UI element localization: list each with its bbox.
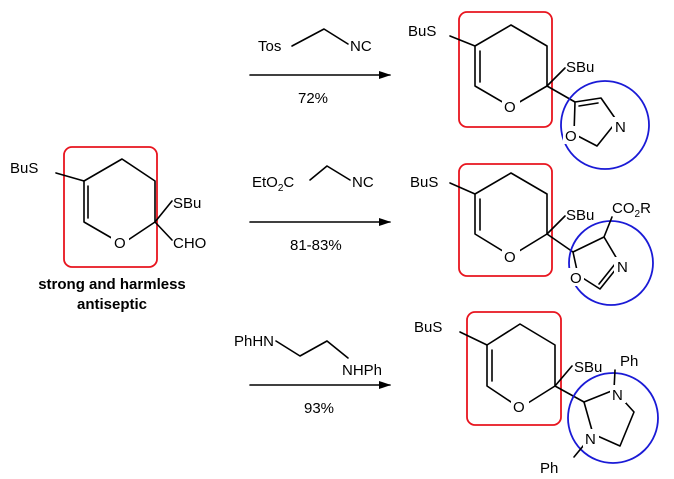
- ester-label: CO2R: [612, 200, 651, 220]
- highlight-box: [458, 163, 553, 277]
- bus-label: BuS: [408, 23, 436, 40]
- bus-label: BuS: [10, 160, 38, 177]
- reagent-diamine-right: NHPh: [342, 362, 382, 379]
- reagent-diamine-left: PhHN: [234, 333, 274, 350]
- caption-line-2: antiseptic: [77, 296, 147, 313]
- starting-material: BuS SBu O CHO strong and harmless antise…: [10, 146, 206, 313]
- ring-oxygen-label: O: [504, 99, 516, 116]
- reagent-isocyanide: NC: [352, 174, 374, 191]
- imidazolidine-nitrogen-bottom: N: [585, 431, 596, 448]
- reagent-tos: Tos: [258, 38, 281, 55]
- bus-label: BuS: [414, 319, 442, 336]
- sbu-label: SBu: [173, 195, 201, 212]
- reaction-1: Tos NC 72% BuS SBu O N O: [249, 11, 650, 170]
- highlight-circle: [560, 80, 650, 170]
- highlight-box: [63, 146, 158, 268]
- product-2: BuS SBu O N O CO2R: [410, 163, 654, 306]
- phenyl-top-label: Ph: [620, 353, 638, 370]
- oxazole-nitrogen-label: N: [615, 119, 626, 136]
- oxazoline-oxygen-label: O: [570, 270, 582, 287]
- product-3: BuS SBu O N N Ph Ph: [414, 311, 659, 477]
- reaction-3: PhHN NHPh 93% BuS SBu O N N Ph Ph: [234, 311, 659, 477]
- oxazole-oxygen-label: O: [565, 128, 577, 145]
- sbu-label: SBu: [566, 59, 594, 76]
- yield-label: 81-83%: [290, 237, 342, 254]
- cho-label: CHO: [173, 235, 206, 252]
- oxazoline-nitrogen-label: N: [617, 259, 628, 276]
- highlight-box: [458, 11, 553, 128]
- reaction-2: EtO2C NC 81-83% BuS SBu O N O: [249, 163, 654, 306]
- sbu-label: SBu: [574, 359, 602, 376]
- highlight-box: [466, 311, 562, 426]
- highlight-circle: [568, 220, 654, 306]
- ring-oxygen-label: O: [504, 249, 516, 266]
- caption-line-1: strong and harmless: [38, 276, 186, 293]
- ring-oxygen-label: O: [114, 235, 126, 252]
- imidazolidine-nitrogen-top: N: [612, 387, 623, 404]
- reagent-isocyanide: NC: [350, 38, 372, 55]
- yield-label: 93%: [304, 400, 334, 417]
- yield-label: 72%: [298, 90, 328, 107]
- ring-oxygen-label: O: [513, 399, 525, 416]
- highlight-circle: [567, 372, 659, 464]
- phenyl-bottom-label: Ph: [540, 460, 558, 477]
- product-1: BuS SBu O N O: [408, 11, 650, 170]
- bus-label: BuS: [410, 174, 438, 191]
- sbu-label: SBu: [566, 207, 594, 224]
- reagent-ethyl-ester: EtO2C: [252, 174, 294, 194]
